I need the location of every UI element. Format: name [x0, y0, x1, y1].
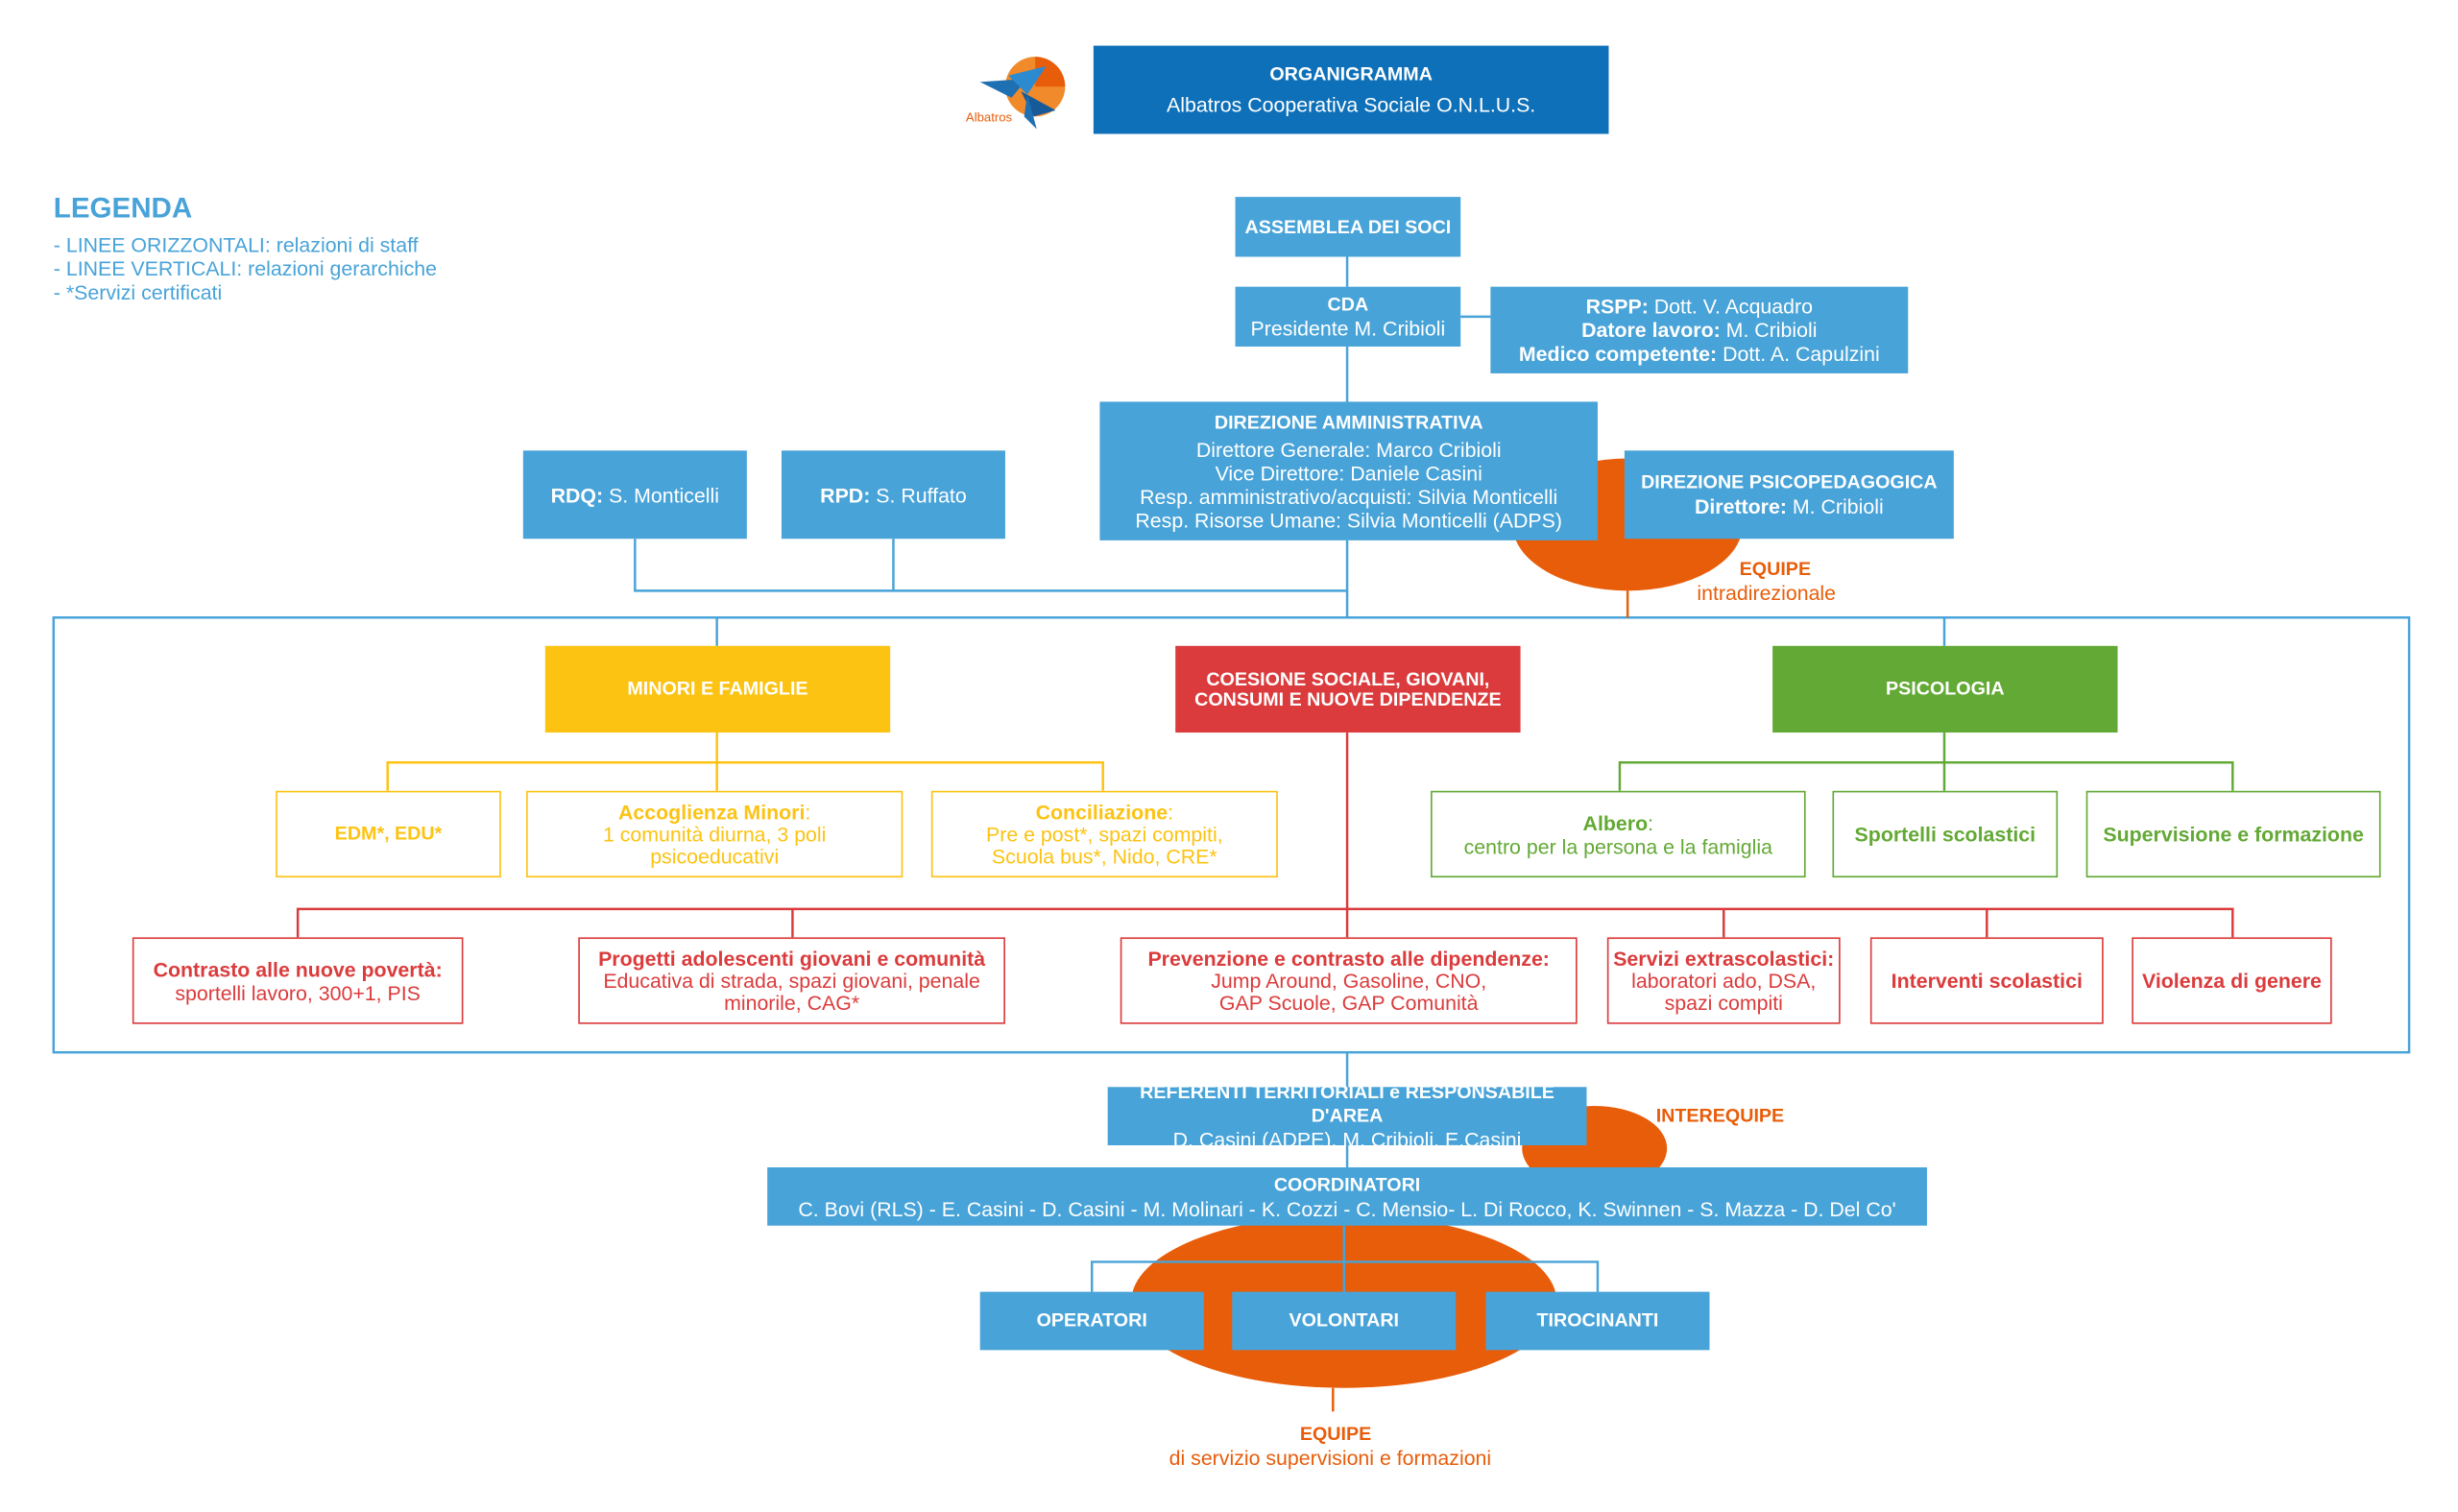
accoglienza-line: 1 comunità diurna, 3 poli [602, 821, 827, 846]
equipe-servizio-title: EQUIPE [1299, 1422, 1372, 1445]
dir-amm-title: DIREZIONE AMMINISTRATIVA [1214, 410, 1483, 433]
dir-amm-line: Resp. amministrativo/acquisti: Silvia Mo… [1140, 484, 1558, 509]
conciliazione-colon: : [1168, 799, 1174, 824]
service-interventi-scolastici: Interventi scolastici [1869, 937, 2104, 1024]
equipe-intra-sub: intradirezionale [1697, 581, 1837, 606]
cda-box: CDA Presidente M. Cribioli [1235, 286, 1461, 348]
legend-title: LEGENDA [53, 192, 193, 225]
accoglienza-title: Accoglienza Minori [618, 799, 806, 824]
service-line: GAP Scuole, GAP Comunità [1218, 990, 1479, 1014]
service-albero: Albero: centro per la persona e la famig… [1431, 790, 1806, 878]
equipe-servizio-sub: di servizio supervisioni e formazioni [1169, 1446, 1492, 1471]
service-conciliazione: Conciliazione: Pre e post*, spazi compit… [930, 790, 1278, 878]
volontari-box: VOLONTARI [1232, 1291, 1457, 1351]
rdq-value: S. Monticelli [603, 482, 720, 507]
service-violenza-genere: Violenza di genere [2132, 937, 2332, 1024]
service-line: sportelli lavoro, 300+1, PIS [175, 980, 421, 1005]
service-prevenzione-dipendenze: Prevenzione e contrasto alle dipendenze:… [1120, 937, 1578, 1024]
rspp-box: RSPP: Dott. V. Acquadro Datore lavoro: M… [1490, 286, 1909, 373]
assemblea-box: ASSEMBLEA DEI SOCI [1235, 197, 1461, 257]
equipe-intra-title: EQUIPE [1739, 557, 1812, 580]
rspp-value: Dott. V. Acquadro [1648, 294, 1813, 319]
tirocinanti-box: TIROCINANTI [1485, 1291, 1710, 1351]
dir-psico-value: M. Cribioli [1786, 494, 1884, 518]
albero-colon: : [1648, 810, 1654, 834]
service-line: minorile, CAG* [724, 990, 860, 1014]
referenti-title: REFERENTI TERRITORIALI e RESPONSABILE D'… [1140, 1080, 1554, 1127]
service-edm-edu: EDM*, EDU* [276, 790, 501, 878]
legend-item: - *Servizi certificati [53, 280, 223, 304]
accoglienza-colon: : [805, 799, 811, 824]
dir-amm-line: Vice Direttore: Daniele Casini [1215, 460, 1482, 485]
coordinatori-title: COORDINATORI [1273, 1172, 1421, 1195]
coesione-line: COESIONE SOCIALE, GIOVANI, [1206, 666, 1490, 689]
coordinatori-box: COORDINATORI C. Bovi (RLS) - E. Casini -… [767, 1166, 1927, 1226]
service-line: Educativa di strada, spazi giovani, pena… [603, 968, 980, 993]
rpd-value: S. Ruffato [870, 482, 967, 507]
service-line: laboratori ado, DSA, [1631, 968, 1817, 993]
cda-title: CDA [1327, 293, 1369, 316]
service-line: spazi compiti [1664, 990, 1783, 1014]
service-supervisione-formazione: Supervisione e formazione [2085, 790, 2381, 878]
logo-text: Albatros [965, 109, 1013, 125]
accoglienza-line: psicoeducativi [650, 843, 780, 868]
rpd-label: RPD: [820, 482, 871, 507]
page-title: ORGANIGRAMMA [1269, 62, 1433, 85]
albatros-bird-logo-icon [979, 57, 1066, 130]
conciliazione-title: Conciliazione [1035, 799, 1169, 824]
area-minori-famiglie: MINORI E FAMIGLIE [544, 645, 891, 733]
coesione-line: CONSUMI E NUOVE DIPENDENZE [1194, 687, 1502, 710]
medico-label: Medico competente: [1518, 342, 1718, 366]
page-subtitle: Albatros Cooperativa Sociale O.N.L.U.S. [1167, 92, 1536, 117]
referenti-box: REFERENTI TERRITORIALI e RESPONSABILE D'… [1107, 1081, 1587, 1152]
header-box: ORGANIGRAMMA Albatros Cooperativa Social… [1093, 45, 1609, 134]
area-coesione-sociale: COESIONE SOCIALE, GIOVANI, CONSUMI E NUO… [1175, 645, 1521, 733]
rdq-box: RDQ: S. Monticelli [522, 450, 747, 540]
rpd-box: RPD: S. Ruffato [781, 450, 1005, 540]
datore-label: Datore lavoro: [1581, 318, 1721, 343]
direzione-amministrativa-box: DIREZIONE AMMINISTRATIVA Direttore Gener… [1099, 401, 1598, 540]
service-title: Progetti adolescenti giovani e comunità [598, 946, 986, 971]
referenti-line: D. Casini (ADPE), M. Cribioli, E.Casini [1172, 1127, 1522, 1152]
medico-value: Dott. A. Capulzini [1717, 342, 1880, 366]
service-accoglienza-minori: Accoglienza Minori: 1 comunità diurna, 3… [526, 790, 904, 878]
interequipe-label: INTEREQUIPE [1655, 1104, 1785, 1127]
coordinatori-line: C. Bovi (RLS) - E. Casini - D. Casini - … [798, 1196, 1896, 1220]
service-contrasto-poverta: Contrasto alle nuove povertà: sportelli … [132, 937, 464, 1024]
albero-line: centro per la persona e la famiglia [1463, 833, 1772, 858]
rdq-label: RDQ: [550, 482, 604, 507]
area-psicologia: PSICOLOGIA [1772, 645, 2118, 733]
service-progetti-adolescenti: Progetti adolescenti giovani e comunità … [578, 937, 1005, 1024]
datore-value: M. Cribioli [1720, 318, 1818, 343]
rspp-label: RSPP: [1585, 294, 1649, 319]
service-title: Prevenzione e contrasto alle dipendenze: [1147, 946, 1550, 971]
legend-item: - LINEE VERTICALI: relazioni gerarchiche [53, 256, 437, 281]
service-sportelli-scolastici: Sportelli scolastici [1832, 790, 2059, 878]
albero-title: Albero [1582, 810, 1649, 834]
service-extrascolastici: Servizi extrascolastici: laboratori ado,… [1606, 937, 1841, 1024]
dir-amm-line: Resp. Risorse Umane: Silvia Monticelli (… [1135, 508, 1562, 532]
dir-amm-line: Direttore Generale: Marco Cribioli [1195, 437, 1502, 461]
conciliazione-line: Pre e post*, spazi compiti, [986, 821, 1223, 846]
service-title: Servizi extrascolastici: [1613, 946, 1835, 971]
service-line: Jump Around, Gasoline, CNO, [1211, 968, 1487, 993]
service-title: Contrasto alle nuove povertà: [153, 956, 443, 981]
conciliazione-line: Scuola bus*, Nido, CRE* [991, 843, 1217, 868]
cda-line: Presidente M. Cribioli [1250, 316, 1446, 341]
dir-psico-title: DIREZIONE PSICOPEDAGOGICA [1641, 470, 1938, 493]
dir-psico-label: Direttore: [1694, 494, 1787, 518]
direzione-psicopedagogica-box: DIREZIONE PSICOPEDAGOGICA Direttore: M. … [1624, 450, 1954, 540]
legend-item: - LINEE ORIZZONTALI: relazioni di staff [53, 232, 419, 257]
operatori-box: OPERATORI [979, 1291, 1204, 1351]
